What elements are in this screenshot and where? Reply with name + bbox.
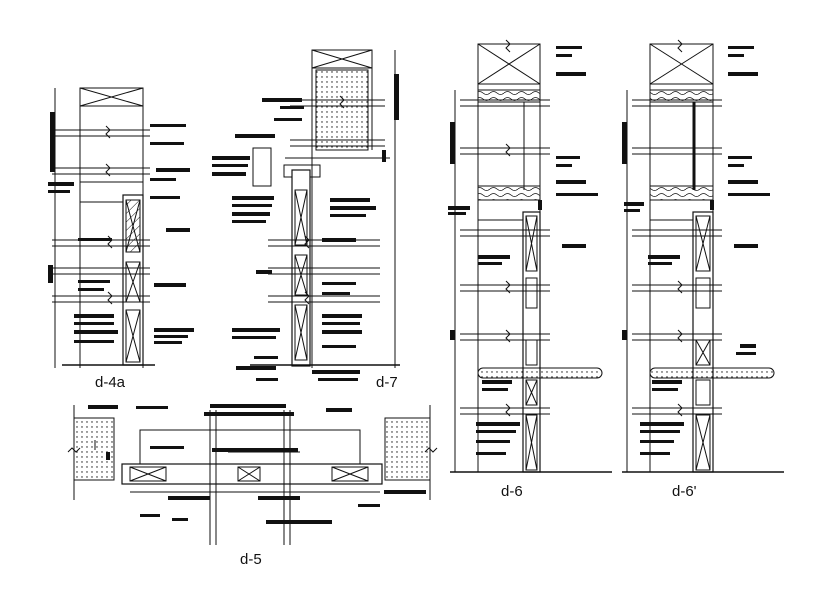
label-d-4a: d-4a bbox=[95, 374, 126, 391]
d-5-annotations bbox=[88, 404, 426, 524]
d-6-annotations bbox=[448, 46, 598, 455]
detail-d-6 bbox=[450, 39, 612, 473]
d-7-annotations bbox=[212, 74, 399, 381]
label-d-6-prime: d-6' bbox=[672, 483, 697, 500]
detail-d-6-prime bbox=[622, 39, 784, 473]
label-d-7: d-7 bbox=[376, 374, 398, 391]
detail-d-5 bbox=[67, 405, 438, 545]
d-6-prime-annotations bbox=[622, 46, 770, 455]
detail-d-7 bbox=[250, 49, 400, 368]
label-d-6: d-6 bbox=[501, 483, 523, 500]
label-d-5: d-5 bbox=[240, 551, 262, 568]
detail-d-4a bbox=[52, 87, 155, 368]
d-4a-annotations bbox=[48, 112, 194, 344]
